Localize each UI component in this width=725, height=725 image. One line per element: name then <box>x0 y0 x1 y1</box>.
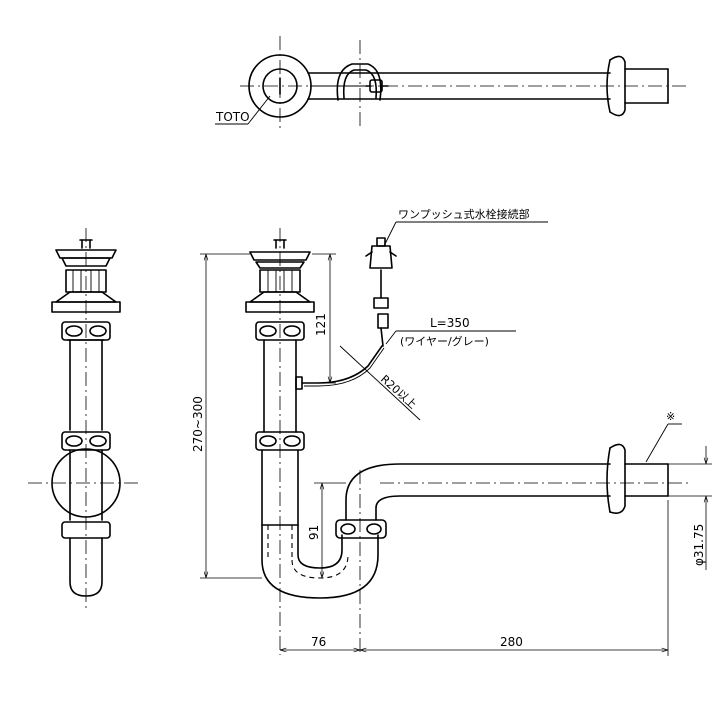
dimension-upper-height: 121 <box>314 313 328 336</box>
dimension-horizontal-length: 280 <box>500 635 523 649</box>
brand-label: TOTO <box>215 110 250 124</box>
top-view: TOTO <box>215 36 690 132</box>
dimension-pipe-diameter: φ31.75 <box>692 524 706 566</box>
wire-length-label: L=350 <box>430 316 470 330</box>
bend-radius-label: R20以上 <box>378 373 419 412</box>
dimension-overall-height: 270~300 <box>191 396 205 452</box>
annotations: ワンプッシュ式水栓接続部 L=350 (ワイヤー/グレー) R20以上 <box>339 207 548 421</box>
dimension-trap-depth: 91 <box>307 525 321 540</box>
connection-note-label: ワンプッシュ式水栓接続部 <box>398 207 530 221</box>
side-view <box>28 228 140 612</box>
front-view <box>245 228 690 655</box>
dimension-trap-offset: 76 <box>311 635 326 649</box>
wire-note-label: (ワイヤー/グレー) <box>400 334 489 348</box>
asterisk-mark: ※ <box>666 410 675 423</box>
dimension-lines: 270~300 121 91 76 280 φ31.75 ※ <box>191 253 712 656</box>
